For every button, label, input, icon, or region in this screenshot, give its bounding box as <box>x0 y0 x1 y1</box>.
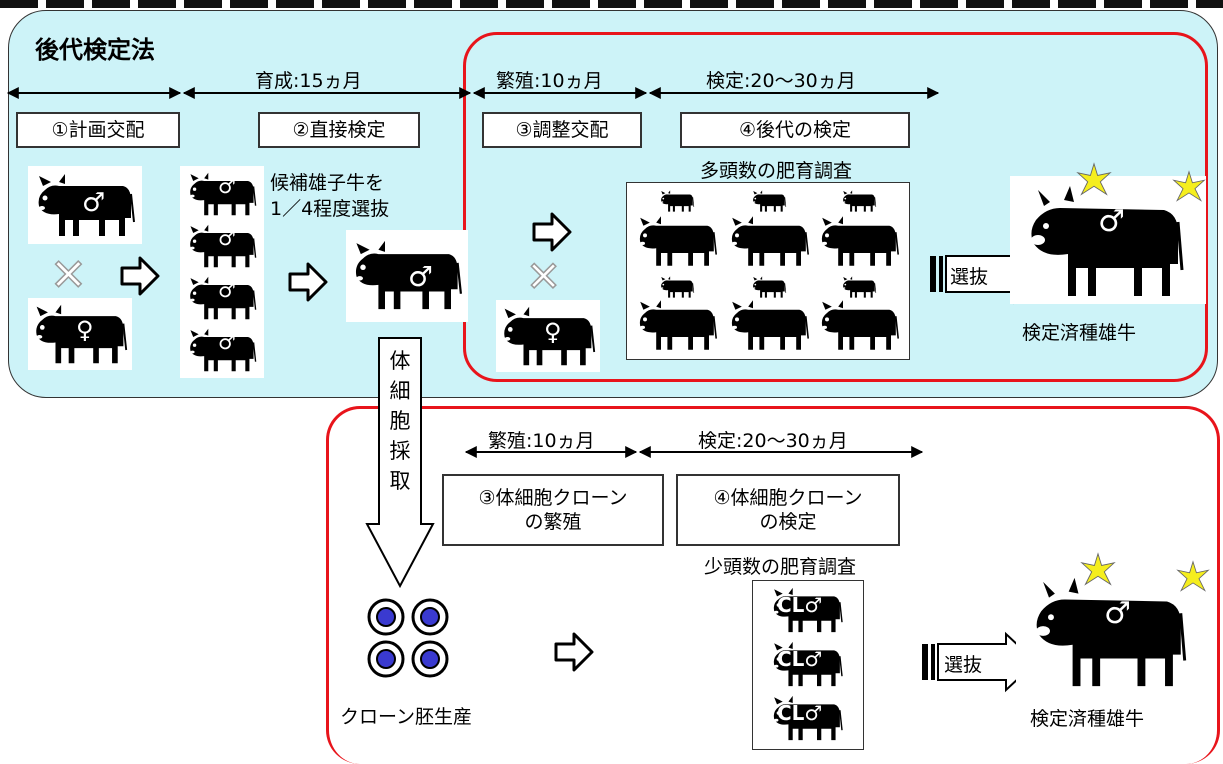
label-breeding-period: 繁殖:10ヵ月 <box>496 70 603 92</box>
proven-bull-card-top: ♂ <box>1010 176 1206 304</box>
male-symbol: ♂ <box>82 188 106 218</box>
mating-cow-card: ♀ <box>496 300 600 372</box>
clone-tag: CL♂ <box>777 701 823 725</box>
page-title: 後代検定法 <box>35 36 155 64</box>
step-clone-testing-line2: の検定 <box>759 511 817 533</box>
step-clone-breeding-line1: ③体細胞クローン <box>478 487 628 509</box>
female-symbol: ♀ <box>544 318 562 346</box>
step-planned-mating: ①計画交配 <box>16 112 180 148</box>
bull-calves-column: ♂ ♂ ♂ ♂ <box>180 166 264 378</box>
candidate-line-2: 1／4程度選抜 <box>270 198 390 220</box>
male-symbol: ♂ <box>1098 204 1125 239</box>
clone-embryo-icon <box>367 598 449 678</box>
few-fattening-label: 少頭数の肥育調査 <box>704 556 857 578</box>
male-symbol: ♂ <box>218 174 236 198</box>
cattle-herd-icon <box>639 189 900 351</box>
progeny-herd-box <box>626 182 910 360</box>
candidate-selection-text: 候補雄子牛を 1／4程度選抜 <box>270 170 389 222</box>
selected-bull-card: ♂ <box>346 230 468 322</box>
label-clone-breeding-period: 繁殖:10ヵ月 <box>488 430 595 452</box>
selection-label-bottom: 選抜 <box>944 654 983 676</box>
somatic-char-3: 胞 <box>389 409 411 433</box>
somatic-cell-arrow <box>365 337 435 589</box>
clone-cattle-box: CL♂ CL♂ CL♂ <box>752 580 864 750</box>
male-symbol: ♂ <box>1104 596 1131 631</box>
step-clone-breeding-line2: の繁殖 <box>524 511 582 533</box>
star-icon <box>1080 552 1116 588</box>
clone-tag: CL♂ <box>777 593 823 617</box>
step-adjustment-mating: ③調整交配 <box>482 112 642 148</box>
male-symbol: ♂ <box>218 226 236 250</box>
sire-cow-card: ♂ <box>28 166 142 244</box>
male-symbol: ♂ <box>408 260 434 293</box>
proven-bull-icon <box>1014 180 1194 300</box>
proven-bull-icon <box>1020 572 1196 690</box>
dam-cow-card: ♀ <box>28 298 132 370</box>
proven-bull-card-bottom: ♂ <box>1016 568 1206 692</box>
adjustment-mating-frame <box>463 32 1208 382</box>
step-clone-breeding: ③体細胞クローン の繁殖 <box>442 474 664 546</box>
label-clone-testing-period: 検定:20〜30ヵ月 <box>698 430 848 452</box>
many-fattening-label: 多頭数の肥育調査 <box>700 160 853 182</box>
cross-mark: ✕ <box>49 249 87 302</box>
somatic-char-4: 採 <box>389 439 411 463</box>
somatic-char-1: 体 <box>389 349 411 373</box>
step-clone-testing: ④体細胞クローン の検定 <box>676 474 900 546</box>
step-direct-test: ②直接検定 <box>258 112 420 148</box>
clone-embryo-label: クローン胚生産 <box>340 706 473 728</box>
somatic-cell-text: 体 細 胞 採 取 <box>387 346 413 496</box>
clone-test-frame <box>326 406 1220 764</box>
proven-bull-label-top: 検定済種雄牛 <box>1022 322 1137 344</box>
flow-arrow-3 <box>532 212 572 252</box>
clone-tag: CL♂ <box>777 647 823 671</box>
flow-arrow-4 <box>554 632 594 672</box>
somatic-char-5: 取 <box>389 469 411 493</box>
cross-mark: ✕ <box>525 251 562 302</box>
label-testing-period: 検定:20〜30ヵ月 <box>706 70 856 92</box>
star-icon <box>1172 170 1206 204</box>
step-progeny-test: ④後代の検定 <box>680 112 910 148</box>
top-edge-strip <box>0 0 1223 8</box>
star-icon <box>1176 560 1210 594</box>
flow-arrow-1 <box>120 256 160 296</box>
male-symbol: ♂ <box>218 330 236 354</box>
flow-arrow-2 <box>288 262 328 302</box>
step-clone-testing-line1: ④体細胞クローン <box>713 487 863 509</box>
label-rearing-period: 育成:15ヵ月 <box>255 70 362 92</box>
selection-label-top: 選抜 <box>950 266 989 288</box>
candidate-line-1: 候補雄子牛を <box>270 172 385 194</box>
bull-icon <box>352 236 462 314</box>
star-icon <box>1076 162 1112 198</box>
proven-bull-label-bottom: 検定済種雄牛 <box>1030 708 1145 730</box>
somatic-char-2: 細 <box>389 379 411 403</box>
female-symbol: ♀ <box>76 316 94 344</box>
male-symbol: ♂ <box>218 278 236 302</box>
